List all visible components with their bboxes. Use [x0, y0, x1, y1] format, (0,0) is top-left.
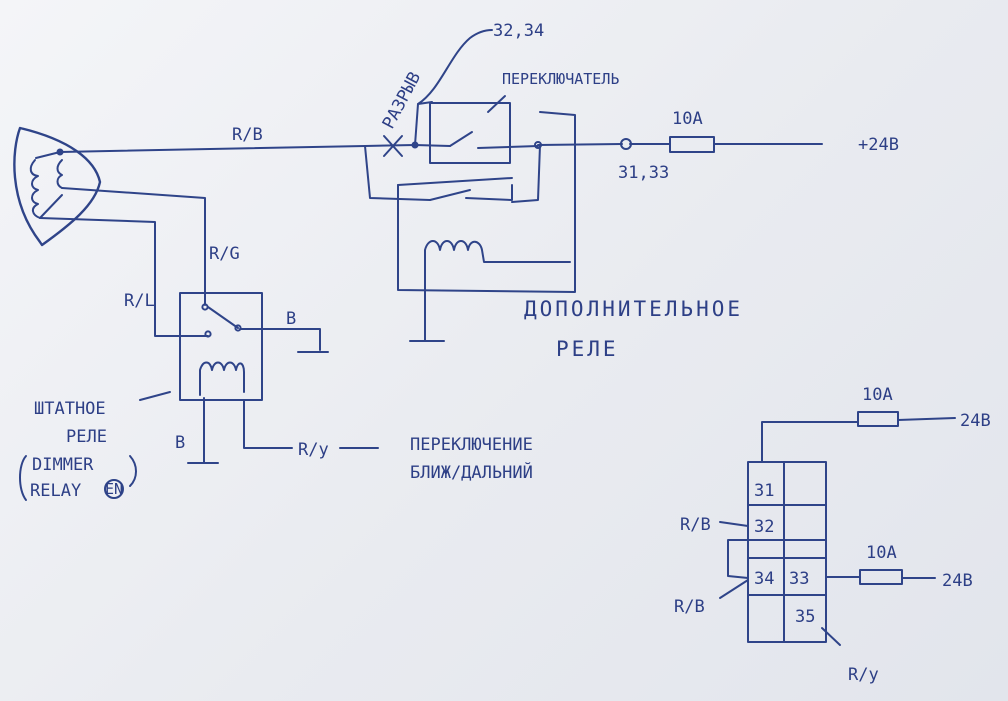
headlamp-to-relay-wires	[39, 187, 209, 337]
label-stock-relay-line1: ШТАТНОЕ	[34, 399, 106, 419]
label-stock-relay-line2: РЕЛЕ	[66, 427, 107, 447]
pin-35: 35	[795, 607, 815, 627]
label-dimmer-line1: DIMMER	[32, 455, 94, 475]
dimmer-bracket-right	[129, 455, 137, 487]
connector-block	[719, 411, 956, 646]
label-supply-lower: 24В	[942, 571, 973, 591]
pin-33: 33	[789, 569, 809, 589]
label-dimmer-line2: RELAY	[30, 481, 81, 501]
label-highbeam-line2: БЛИЖ/ДАЛЬНИЙ	[410, 461, 533, 483]
label-extra-relay-line1: ДОПОЛНИТЕЛЬНОЕ	[524, 297, 743, 321]
stock-relay	[139, 292, 379, 464]
label-wire-ry-35: R/y	[848, 665, 879, 685]
pin-34: 34	[754, 569, 774, 589]
label-fuse-lower: 10A	[866, 543, 897, 563]
label-wire-b-left: B	[175, 433, 185, 453]
label-wire-rb-32: R/B	[680, 515, 711, 535]
fuse-top	[669, 136, 715, 153]
label-fuse-top: 10A	[672, 109, 703, 129]
label-dimmer-badge: EN	[105, 480, 123, 498]
label-wire-b-right: B	[286, 309, 296, 329]
label-wire-rl: R/L	[124, 291, 155, 311]
pin-32: 32	[754, 517, 774, 537]
label-wire-rb-top: R/B	[232, 125, 263, 145]
label-pins-terminal: 31,33	[618, 163, 669, 183]
label-switch: ПЕРЕКЛЮЧАТЕЛЬ	[502, 70, 619, 88]
extra-relay	[364, 95, 576, 342]
label-supply-top: +24В	[858, 135, 899, 155]
label-wire-rg: R/G	[209, 244, 240, 264]
label-pins-break: 32,34	[493, 21, 544, 41]
label-extra-relay-line2: РЕЛЕ	[556, 337, 619, 361]
dimmer-badge-circle	[104, 479, 124, 499]
main-rb-wire	[59, 136, 823, 153]
label-highbeam-line1: ПЕРЕКЛЮЧЕНИЕ	[410, 435, 533, 455]
label-fuse-upper: 10A	[862, 385, 893, 405]
break-mark	[383, 29, 493, 157]
label-supply-upper: 24В	[960, 411, 991, 431]
label-wire-rb-34: R/B	[674, 597, 705, 617]
terminal-31-33	[620, 138, 632, 150]
headlamp	[13, 126, 102, 247]
label-wire-ry: R/y	[298, 440, 329, 460]
pin-31: 31	[754, 481, 774, 501]
label-break: РАЗРЫВ	[379, 69, 425, 133]
dimmer-bracket-left	[19, 455, 27, 501]
